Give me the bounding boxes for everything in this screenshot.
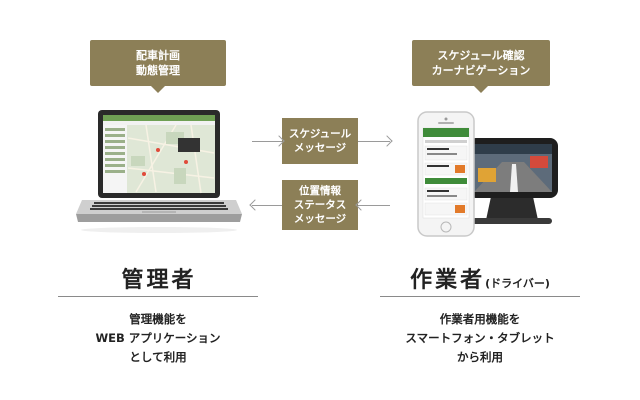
description-line: 管理機能を (129, 312, 187, 326)
flow-label: メッセージ (293, 213, 347, 225)
driver-title-text: 作業者 (410, 268, 486, 293)
description-line: から利用 (457, 350, 503, 364)
smartphone-and-navigation-illustration (417, 111, 558, 237)
description-line: スマートフォン・タブレット (405, 331, 555, 345)
location-status-message-box: 位置情報 ステータス メッセージ (282, 180, 358, 230)
driver-function-callout: スケジュール確認 カーナビゲーション (412, 40, 550, 93)
flow-label: 位置情報 (299, 185, 341, 197)
admin-divider (58, 296, 258, 297)
arrow-to-admin (252, 205, 282, 206)
admin-description: 管理機能を WEB アプリケーション として利用 (58, 310, 258, 367)
schedule-message-box: スケジュール メッセージ (282, 118, 358, 164)
laptop-illustration (76, 110, 242, 233)
callout-line: スケジュール確認 (437, 49, 525, 62)
description-line: 作業者用機能を (439, 312, 521, 326)
description-line: WEB アプリケーション (95, 331, 221, 345)
admin-title-text: 管理者 (121, 268, 197, 293)
arrow-to-admin-tail (358, 205, 390, 206)
callout-line: 動態管理 (136, 64, 180, 77)
description-line: として利用 (129, 350, 187, 364)
flow-label: ステータス (293, 199, 347, 211)
driver-description: 作業者用機能を スマートフォン・タブレット から利用 (380, 310, 580, 367)
driver-title: 作業者(ドライバー) (380, 262, 580, 294)
callout-line: 配車計画 (136, 49, 180, 62)
admin-function-callout: 配車計画 動態管理 (90, 40, 226, 93)
admin-title: 管理者 (60, 262, 258, 294)
flow-label: メッセージ (293, 142, 347, 154)
arrow-to-driver-tail (358, 141, 390, 142)
driver-title-suffix: (ドライバー) (485, 277, 550, 290)
callout-line: カーナビゲーション (431, 64, 531, 77)
arrow-to-driver (252, 141, 282, 142)
flow-label: スケジュール (288, 128, 352, 140)
driver-divider (380, 296, 580, 297)
